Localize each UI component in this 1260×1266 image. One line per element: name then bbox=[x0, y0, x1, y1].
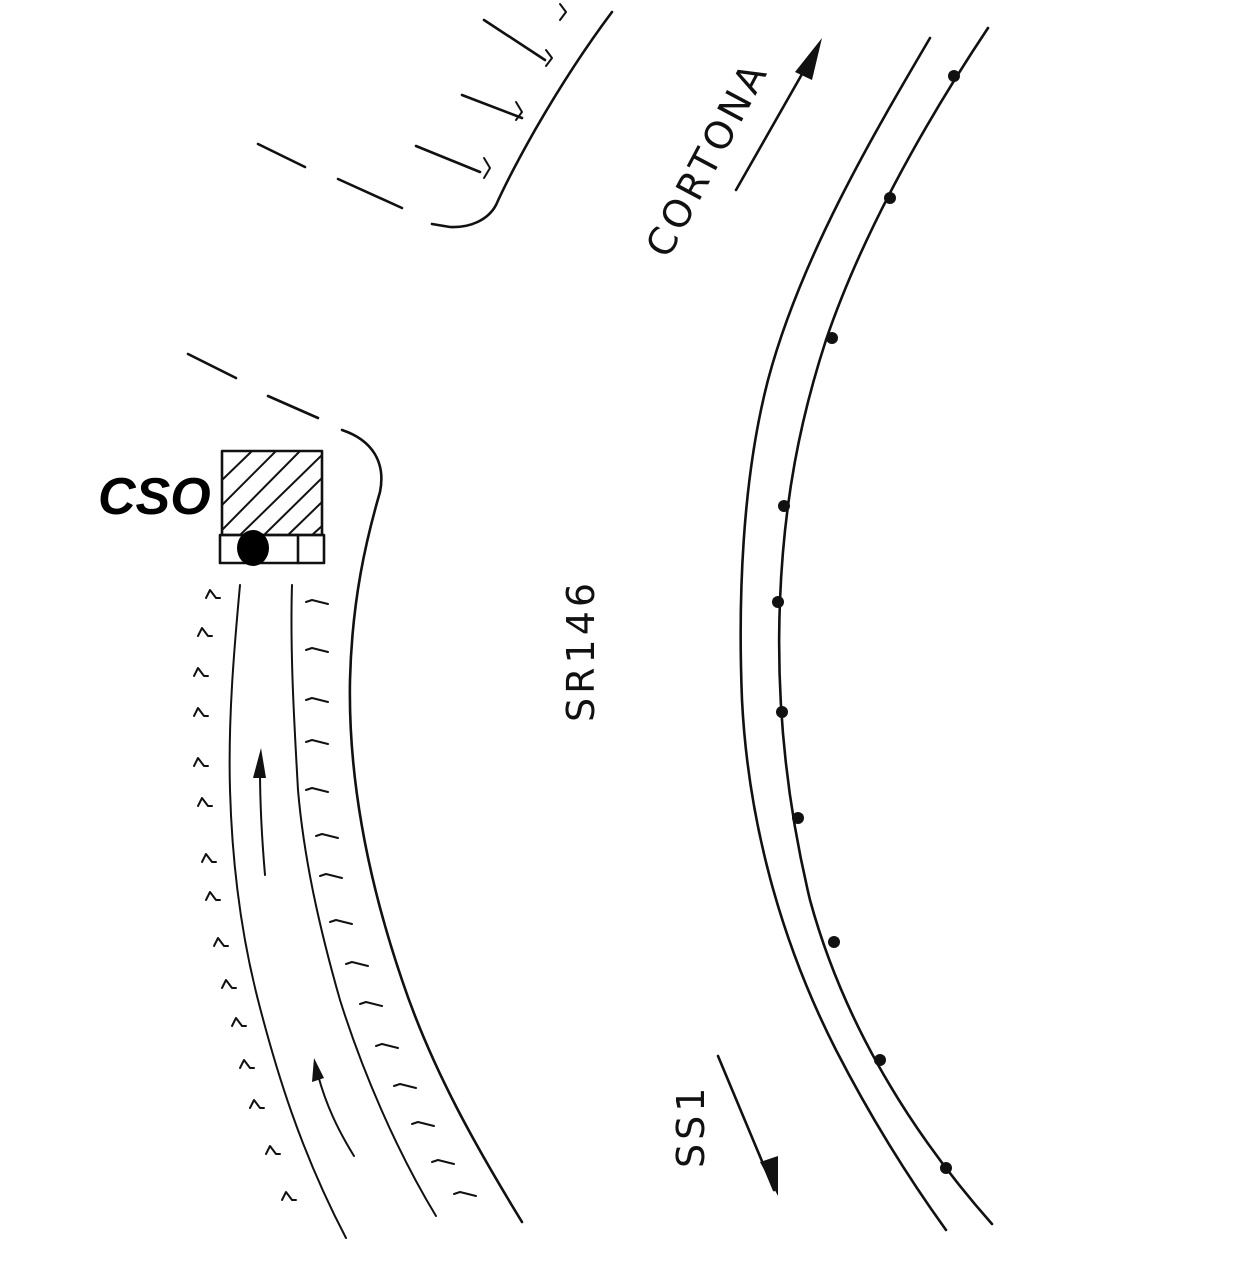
guardrail-post bbox=[874, 1054, 886, 1066]
guardrail-post bbox=[778, 500, 790, 512]
parking-lane bbox=[228, 584, 437, 1239]
side-road-dash bbox=[414, 144, 482, 174]
side-road-marker bbox=[559, 3, 567, 21]
side-road-curb-top bbox=[430, 10, 614, 229]
cso-building-base bbox=[218, 533, 326, 565]
approach-dash bbox=[266, 394, 320, 420]
road-edge-right bbox=[739, 26, 994, 1232]
side-road-dash bbox=[256, 142, 307, 169]
parking-line-inner bbox=[290, 584, 437, 1217]
side-road-marker bbox=[545, 49, 553, 67]
side-road-dash bbox=[460, 93, 524, 120]
parking-line-outer bbox=[228, 584, 347, 1239]
road-edge-right-outer bbox=[777, 26, 994, 1226]
guardrail-post bbox=[828, 936, 840, 948]
road-name-label: SR146 bbox=[559, 579, 603, 722]
approach-dash bbox=[186, 352, 238, 380]
lane-arrow-upper bbox=[259, 769, 266, 876]
lane-arrow-lower bbox=[317, 1074, 355, 1157]
cso-hatching bbox=[222, 451, 322, 535]
direction-arrow-south bbox=[716, 1054, 778, 1196]
cso-marker-dot bbox=[237, 530, 269, 566]
guardrail-post bbox=[826, 332, 838, 344]
cso-building bbox=[218, 449, 326, 566]
side-road-dash bbox=[482, 18, 547, 62]
cso-label: CSO bbox=[98, 468, 211, 526]
guardrail-post bbox=[792, 812, 804, 824]
lane-arrow-lower-head bbox=[312, 1058, 324, 1082]
parking-stalls-right bbox=[305, 599, 477, 1197]
guardrail-post bbox=[776, 706, 788, 718]
guardrail-post bbox=[772, 596, 784, 608]
parking-stalls-left bbox=[193, 589, 297, 1201]
side-road-mid bbox=[186, 352, 320, 420]
side-road-top bbox=[256, 3, 614, 229]
road-edge-right-inner bbox=[739, 36, 948, 1232]
guardrail-post bbox=[948, 70, 960, 82]
direction-label-south: SS1 bbox=[669, 1084, 713, 1168]
side-road-dash bbox=[336, 177, 404, 210]
guardrail-post bbox=[940, 1162, 952, 1174]
direction-label-north: CORTONA bbox=[637, 53, 777, 264]
road-edge-left bbox=[340, 428, 524, 1224]
lane-arrow-upper-head bbox=[253, 748, 266, 778]
guardrail-post bbox=[884, 192, 896, 204]
direction-arrow-north bbox=[734, 38, 822, 192]
side-road-marker bbox=[483, 157, 491, 179]
side-road-marker bbox=[515, 101, 523, 121]
